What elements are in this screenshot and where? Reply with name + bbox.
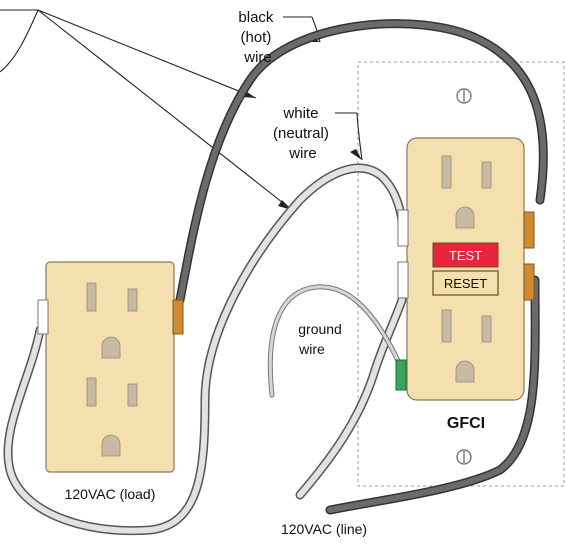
reset-button[interactable]: RESET [432, 270, 499, 296]
white-wire-label: white (neutral) wire [273, 105, 333, 162]
gfci-label: GFCI [447, 415, 485, 432]
load-receptacle [37, 261, 184, 473]
black-wire-label: black (hot) wire [238, 9, 277, 66]
bottom-mounting-screw-icon [456, 449, 472, 465]
top-mounting-screw-icon [456, 88, 472, 104]
load-label: 120VAC (load) [65, 486, 156, 502]
gfci-ground-terminal [395, 359, 407, 391]
load-silver-terminal [37, 299, 49, 335]
reset-button-label: RESET [444, 276, 487, 291]
load-brass-terminal [172, 299, 184, 335]
white-line-wire [297, 297, 405, 498]
test-button-label: TEST [449, 248, 482, 263]
test-button[interactable]: TEST [432, 242, 499, 268]
gfci-upper-silver-terminal [397, 209, 409, 247]
ground-wire-outline [267, 284, 403, 398]
black-line-wire [327, 277, 539, 513]
ground-wire [268, 285, 402, 397]
gfci-upper-brass-terminal [523, 211, 535, 249]
white-neutral-wire [5, 165, 406, 534]
line-label: 120VAC (line) [281, 521, 367, 537]
black-hot-wire [177, 20, 547, 303]
pointer-lines [0, 9, 357, 211]
ground-wire-label: ground wire [298, 321, 346, 357]
gfci-receptacle [395, 137, 535, 401]
gfci-lower-brass-terminal [523, 263, 535, 301]
gfci-lower-silver-terminal [397, 261, 409, 299]
